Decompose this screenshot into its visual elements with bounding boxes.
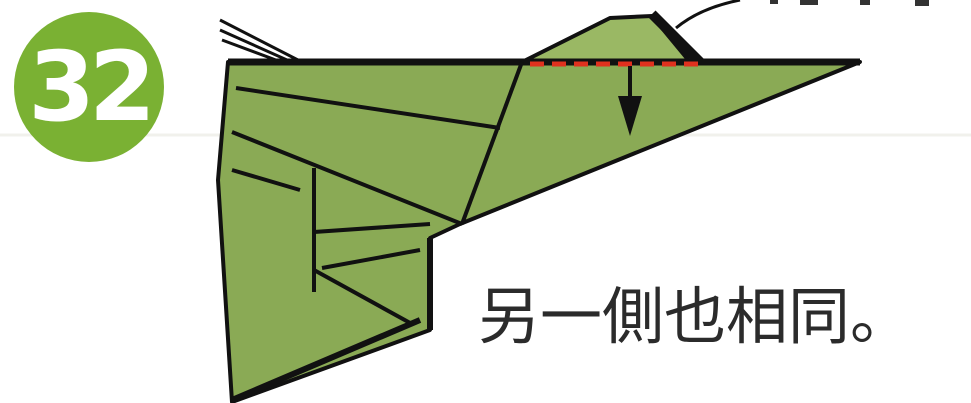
curved-arrow-icon <box>675 0 741 30</box>
cropped-label-fragment <box>770 0 929 6</box>
step-number: 32 <box>28 31 156 143</box>
step-number-badge: 32 <box>14 12 164 162</box>
flap-edge <box>648 10 704 66</box>
arrow-down-icon <box>618 66 642 136</box>
instruction-text: 另一側也相同。 <box>478 280 913 353</box>
